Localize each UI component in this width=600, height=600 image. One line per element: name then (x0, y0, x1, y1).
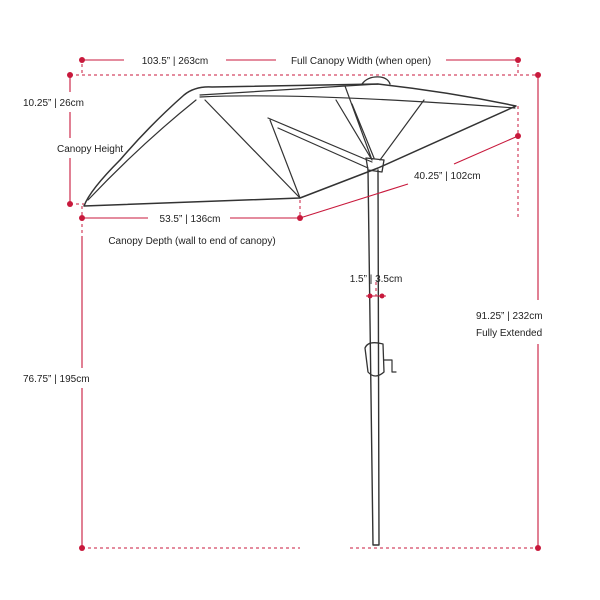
umbrella-pole (367, 169, 380, 546)
canopy-width-label: Full Canopy Width (when open) (291, 56, 431, 67)
canopy-height-value: 10.25” | 26cm (23, 98, 84, 109)
canopy-height-label: Canopy Height (57, 144, 123, 155)
canopy-depth-label: Canopy Depth (wall to end of canopy) (108, 236, 275, 247)
canopy-outline (83, 83, 517, 207)
canopy-depth-value: 53.5” | 136cm (160, 214, 221, 225)
umbrella-illustration (83, 76, 517, 546)
umbrella-hub (365, 157, 385, 173)
canopy-rib-lines (87, 83, 516, 201)
crank-housing (364, 342, 385, 377)
total-height-label: Fully Extended (476, 328, 542, 339)
crank-handle (383, 359, 397, 373)
pole-diameter-value: 1.5” | 3.5cm (350, 274, 403, 285)
canopy-finial (361, 76, 391, 85)
canopy-side-value: 40.25” | 102cm (414, 171, 481, 182)
umbrella-struts (267, 85, 425, 199)
dimension-lines (67, 57, 541, 551)
total-height-value: 91.25” | 232cm (476, 311, 543, 322)
clearance-height-value: 76.75” | 195cm (23, 374, 90, 385)
canopy-width-value: 103.5” | 263cm (142, 56, 209, 67)
